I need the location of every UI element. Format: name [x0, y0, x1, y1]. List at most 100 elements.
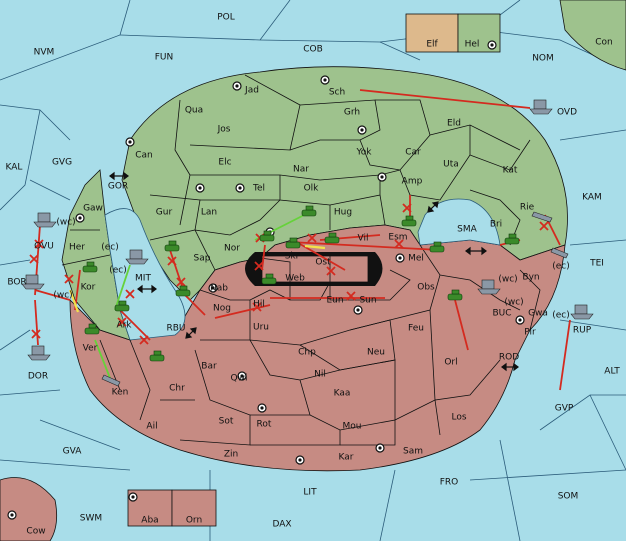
move-arrow — [304, 244, 326, 250]
red-territory — [69, 224, 566, 472]
label-byn: Byn — [522, 273, 539, 283]
label-bar: Bar — [201, 362, 217, 372]
army-icon — [401, 215, 417, 227]
label-cob: COB — [303, 45, 323, 55]
label-neu: Neu — [367, 348, 385, 358]
coast-tag: (wc) — [53, 291, 72, 301]
label-rod: ROD — [499, 353, 519, 363]
label-qua: Qua — [185, 106, 203, 116]
army-icon — [149, 350, 165, 362]
label-gvp: GVP — [555, 404, 574, 414]
fleet-icon — [570, 304, 594, 320]
label-vil: Vil — [358, 234, 369, 244]
cow-island[interactable] — [0, 477, 58, 541]
label-gva: GVA — [63, 447, 83, 457]
label-esm: Esm — [388, 233, 407, 243]
supply-center-icon — [357, 125, 367, 135]
supply-center-icon — [128, 492, 138, 502]
label-rbu: RBU — [166, 324, 185, 334]
label-lit: LIT — [303, 488, 317, 498]
label-mou: Mou — [343, 422, 362, 432]
label-her: Her — [69, 243, 85, 253]
coast-tags: (wc) (ec) (ec) (wc) (wc) (wc) (ec) (ec) — [53, 218, 569, 321]
label-nab: Nab — [210, 284, 228, 294]
label-olk: Olk — [304, 184, 320, 194]
label-chr: Chr — [169, 384, 185, 394]
coast-tag: (ec) — [101, 243, 119, 253]
army-icon — [301, 205, 317, 217]
label-rup: RUP — [573, 326, 592, 336]
label-qwi: Qwi — [231, 374, 248, 384]
supply-center-icon — [75, 213, 85, 223]
label-eun: Eun — [326, 296, 343, 306]
label-web: Web — [285, 274, 305, 284]
label-sma: SMA — [457, 225, 477, 235]
province-borders — [61, 74, 541, 446]
supply-center-icon — [232, 81, 242, 91]
label-car: Car — [405, 148, 421, 158]
canal-arrows — [109, 171, 519, 372]
con-island[interactable] — [559, 0, 626, 71]
label-aba: Aba — [141, 516, 158, 526]
army-icon — [285, 237, 301, 249]
label-nil: Nil — [314, 370, 326, 380]
orn-box[interactable] — [171, 489, 217, 527]
label-chp: Chp — [298, 348, 316, 358]
land-labels: Jad Sch Qua Jos Grh Eld Can Yok Car Uta … — [69, 86, 592, 463]
supply-center-icon — [515, 315, 525, 325]
label-orn: Orn — [186, 516, 202, 526]
label-grh: Grh — [344, 108, 360, 118]
label-sch: Sch — [329, 88, 345, 98]
label-ark: Ark — [116, 321, 132, 331]
label-con: Con — [595, 38, 613, 48]
move-arrow — [454, 299, 469, 351]
supply-center-icon — [375, 443, 385, 453]
label-nog: Nog — [213, 304, 231, 314]
label-elc: Elc — [218, 158, 231, 168]
supply-center-icon — [487, 40, 497, 50]
label-gaw: Gaw — [83, 204, 103, 214]
label-ovu: OVU — [34, 242, 54, 252]
label-ovd: OVD — [557, 108, 577, 118]
label-sot: Sot — [219, 417, 234, 427]
supply-center-icon — [295, 455, 305, 465]
fleet-icon — [529, 99, 553, 115]
label-mit: MIT — [135, 274, 151, 284]
coast-tag: (wc) — [498, 275, 517, 285]
label-gwa: Gwa — [528, 309, 548, 319]
label-uta: Uta — [443, 160, 459, 170]
label-som: SOM — [558, 492, 579, 502]
coast-tag: (ec) — [109, 266, 127, 276]
sea-labels: POL NVM FUN COB NOM Con OVD KAL GVG GOR … — [6, 13, 621, 537]
move-arrow — [34, 289, 71, 301]
label-rot: Rot — [257, 420, 272, 430]
label-kam: KAM — [582, 193, 602, 203]
label-bri: Bri — [490, 220, 502, 230]
label-feu: Feu — [408, 324, 424, 334]
supply-center-icon — [208, 283, 218, 293]
label-tei: TEI — [589, 259, 604, 269]
supply-center-icon — [353, 305, 363, 315]
army-icon — [164, 240, 180, 252]
label-rie: Rie — [520, 203, 535, 213]
label-fro: FRO — [440, 478, 459, 488]
label-eld: Eld — [447, 119, 461, 129]
label-fun: FUN — [155, 53, 174, 63]
label-kat: Kat — [503, 166, 518, 176]
label-ken: Ken — [112, 388, 129, 398]
label-bor: BOR — [7, 278, 26, 288]
legend-hel-label: Hel — [465, 40, 480, 50]
label-kaa: Kaa — [334, 389, 351, 399]
move-arrow — [34, 299, 39, 346]
coast-tag: (wc) — [504, 298, 523, 308]
label-ost: Ost — [315, 258, 331, 268]
label-kar: Kar — [339, 453, 354, 463]
army-icon — [324, 232, 340, 244]
supply-center-icon — [125, 137, 135, 147]
failed-order-marks — [29, 203, 549, 345]
fleet-icon — [550, 247, 569, 259]
label-lan: Lan — [201, 208, 217, 218]
label-jos: Jos — [217, 125, 231, 135]
label-kal: KAL — [6, 163, 23, 173]
